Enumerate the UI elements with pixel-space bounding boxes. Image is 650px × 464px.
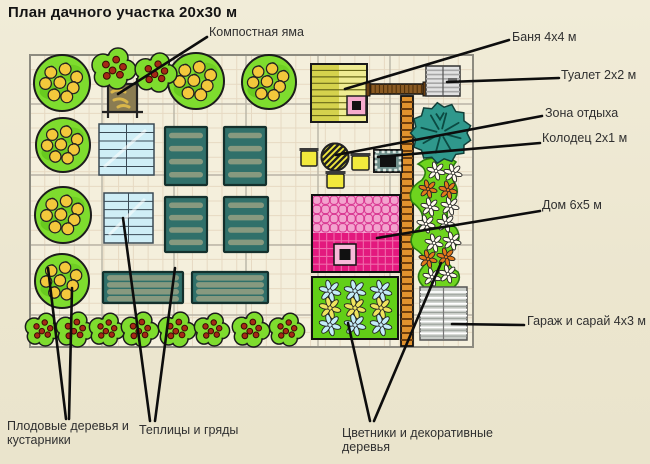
flower-icon xyxy=(420,197,440,217)
annotation-line-compost xyxy=(116,35,209,96)
garden-bed xyxy=(190,270,270,305)
greenhouse xyxy=(103,192,154,244)
flower-icon xyxy=(416,214,436,234)
garden-bed xyxy=(163,125,209,187)
fruit-tree xyxy=(33,54,91,112)
house xyxy=(311,194,401,273)
annotation-line-flowerbeds xyxy=(346,321,372,423)
greenhouse xyxy=(98,123,155,176)
annotation-line-fruit-trees xyxy=(67,286,74,421)
flower-icon xyxy=(442,231,462,251)
annotation-line-fruit-trees xyxy=(46,266,68,421)
garden-bed xyxy=(222,125,268,187)
compost-pit xyxy=(102,78,143,118)
annotation-label-toilet: Туалет 2х2 м xyxy=(561,68,637,82)
fruit-tree xyxy=(167,52,225,110)
flower-icon xyxy=(418,249,438,269)
annotation-line-greenhouses xyxy=(121,216,152,423)
berry-bush xyxy=(231,311,271,348)
flower-icon xyxy=(343,279,367,303)
flower-icon xyxy=(436,247,456,267)
annotation-label-compost: Компостная яма xyxy=(209,25,304,39)
flower-icon xyxy=(438,264,458,284)
bathhouse xyxy=(310,63,368,123)
annotation-line-well xyxy=(376,141,542,159)
annotation-label-flowerbeds: Цветники и декоративные деревья xyxy=(342,426,493,454)
fruit-tree xyxy=(35,117,91,173)
annotation-label-house: Дом 6х5 м xyxy=(542,198,602,212)
annotation-line-banya xyxy=(343,38,511,91)
flower-icon xyxy=(426,161,446,181)
flower-icon xyxy=(443,163,463,183)
annotation-line-rest-zone xyxy=(334,114,544,157)
flower-icon xyxy=(318,296,342,320)
annotation-label-fruit-trees: Плодовые деревья и кустарники xyxy=(7,419,129,447)
annotation-line-flowerbeds xyxy=(372,261,443,423)
fruit-tree xyxy=(241,54,297,110)
walkway xyxy=(365,81,428,97)
annotation-label-rest-zone: Зона отдыха xyxy=(545,106,619,120)
berry-bush xyxy=(193,312,231,347)
flower-icon xyxy=(343,313,367,337)
annotation-label-banya: Баня 4х4 м xyxy=(512,30,577,44)
recreation-zone xyxy=(299,142,371,189)
decorative-tree xyxy=(409,101,472,165)
annotation-label-greenhouses: Теплицы и гряды xyxy=(139,423,239,437)
annotation-lines xyxy=(46,35,561,423)
fruit-tree xyxy=(34,253,90,309)
flower-icon xyxy=(343,296,367,320)
flower-icon xyxy=(318,313,342,337)
berry-bush xyxy=(24,312,62,347)
page-title: План дачного участка 20х30 м xyxy=(8,4,238,21)
flower-icon xyxy=(438,180,458,200)
berry-bush xyxy=(268,312,306,347)
garden-bed xyxy=(101,270,185,305)
flower-icon xyxy=(369,313,393,337)
berry-bush xyxy=(91,47,137,90)
flower-icon xyxy=(318,279,342,303)
garage-shed xyxy=(419,286,468,341)
fruit-tree xyxy=(34,186,92,244)
annotation-line-toilet xyxy=(445,76,561,84)
flower-icon xyxy=(418,179,438,199)
well xyxy=(373,149,403,173)
annotation-line-greenhouses xyxy=(153,266,177,423)
annotation-label-garage: Гараж и сарай 4х3 м xyxy=(527,314,646,328)
annotation-line-garage xyxy=(450,322,526,327)
annotation-label-well: Колодец 2х1 м xyxy=(542,131,628,145)
garden-bed xyxy=(222,195,270,254)
annotation-line-house xyxy=(375,209,542,240)
garden-bed xyxy=(163,195,209,254)
fence-path xyxy=(400,95,414,347)
flower-icon xyxy=(424,233,444,253)
flower-bed xyxy=(311,276,399,340)
